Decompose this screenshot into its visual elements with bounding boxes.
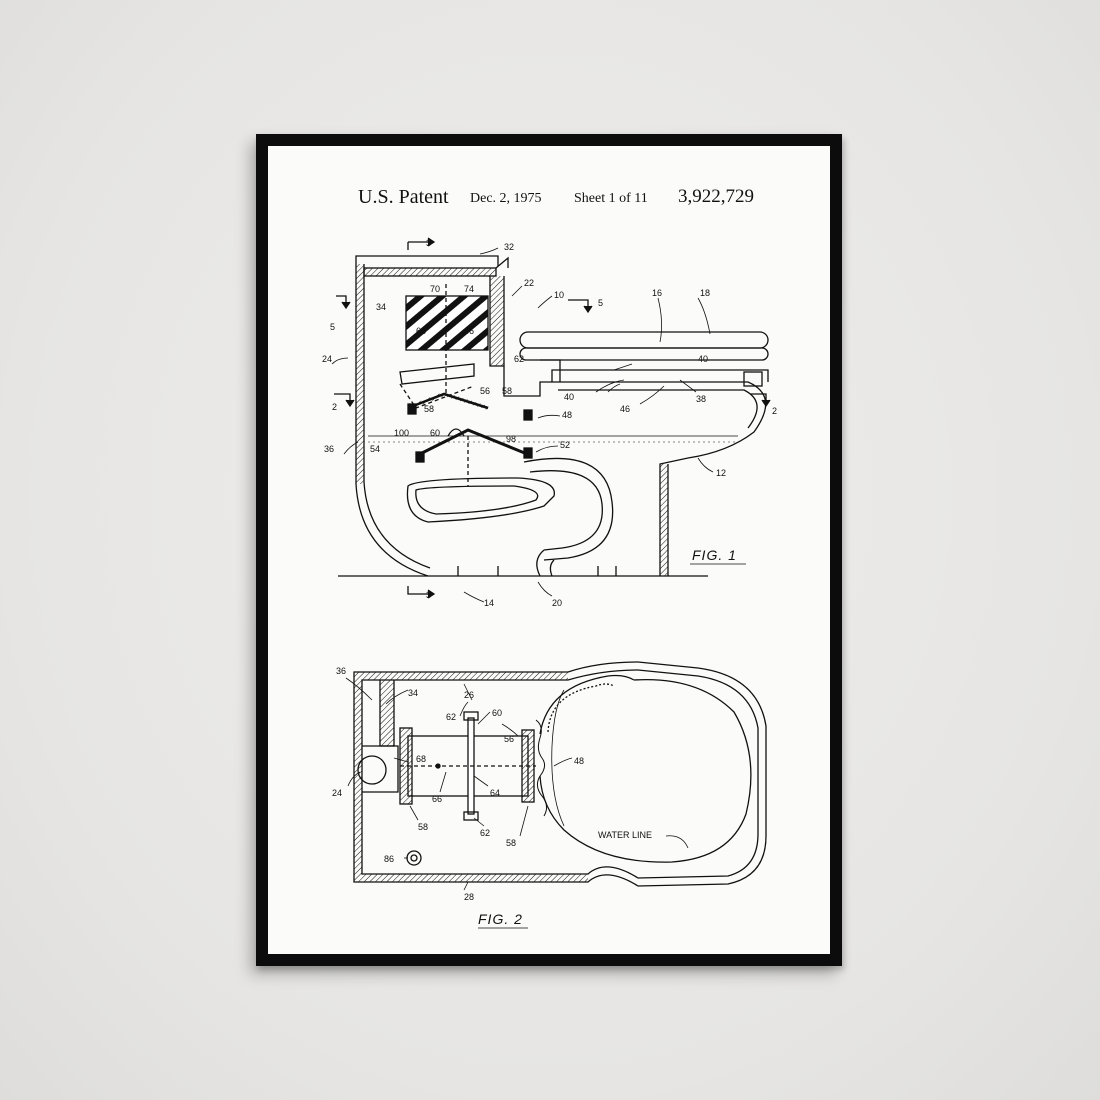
label-14: 14 xyxy=(484,598,494,608)
label-10: 10 xyxy=(554,290,564,300)
label-56: 56 xyxy=(480,386,490,396)
fig2-drawing xyxy=(345,661,767,929)
label-70: 70 xyxy=(430,284,440,294)
fig2-label-26: 26 xyxy=(464,690,474,700)
patent-drawing: 3 32 70 74 22 10 5 16 18 34 68 66 5 24 6… xyxy=(322,237,777,929)
label-68: 68 xyxy=(416,326,426,336)
fig2-label-58-right: 58 xyxy=(506,838,516,848)
label-32: 32 xyxy=(504,242,514,252)
label-34: 34 xyxy=(376,302,386,312)
label-16: 16 xyxy=(652,288,662,298)
label-18: 18 xyxy=(700,288,710,298)
label-66: 66 xyxy=(464,326,474,336)
label-62: 62 xyxy=(514,354,524,364)
patent-sheet: U.S. Patent Dec. 2, 1975 Sheet 1 of 11 3… xyxy=(268,146,830,954)
label-22: 22 xyxy=(524,278,534,288)
label-98: 98 xyxy=(506,434,516,444)
patent-date: Dec. 2, 1975 xyxy=(470,191,542,206)
label-20: 20 xyxy=(552,598,562,608)
patent-sheet-number: Sheet 1 of 11 xyxy=(574,191,648,206)
label-2-left: 2 xyxy=(332,402,337,412)
label-3-top: 3 xyxy=(426,238,431,248)
label-100: 100 xyxy=(394,428,409,438)
fig2-label-62-top: 62 xyxy=(446,712,456,722)
fig2-labels: 36 34 26 62 60 56 68 48 24 66 64 58 62 5… xyxy=(332,666,652,927)
figure-1-caption: FIG. 1 xyxy=(692,547,737,563)
figure-2-caption: FIG. 2 xyxy=(478,911,523,927)
fig2-label-60: 60 xyxy=(492,708,502,718)
label-54: 54 xyxy=(370,444,380,454)
fig1-labels: 3 32 70 74 22 10 5 16 18 34 68 66 5 24 6… xyxy=(322,238,777,608)
fig2-label-64: 64 xyxy=(490,788,500,798)
fig2-label-68: 68 xyxy=(416,754,426,764)
label-40-left: 40 xyxy=(564,392,574,402)
label-52: 52 xyxy=(560,440,570,450)
patent-number: 3,922,729 xyxy=(678,186,754,207)
label-48: 48 xyxy=(562,410,572,420)
fig2-label-58-left: 58 xyxy=(418,822,428,832)
label-24: 24 xyxy=(322,354,332,364)
water-line-label: WATER LINE xyxy=(598,830,652,840)
fig2-label-36: 36 xyxy=(336,666,346,676)
label-74: 74 xyxy=(464,284,474,294)
fig2-label-24: 24 xyxy=(332,788,342,798)
label-2-right: 2 xyxy=(772,406,777,416)
fig2-label-62-bottom: 62 xyxy=(480,828,490,838)
fig1-drawing xyxy=(331,237,771,603)
fig2-label-28: 28 xyxy=(464,892,474,902)
label-46: 46 xyxy=(620,404,630,414)
label-38: 38 xyxy=(696,394,706,404)
label-5-right: 5 xyxy=(598,298,603,308)
label-12: 12 xyxy=(716,468,726,478)
fig2-label-34: 34 xyxy=(408,688,418,698)
label-5-left: 5 xyxy=(330,322,335,332)
picture-frame: U.S. Patent Dec. 2, 1975 Sheet 1 of 11 3… xyxy=(256,134,842,966)
label-40-right: 40 xyxy=(698,354,708,364)
label-3-bottom: 3 xyxy=(426,590,431,600)
label-58-upper: 58 xyxy=(502,386,512,396)
label-60: 60 xyxy=(430,428,440,438)
label-36: 36 xyxy=(324,444,334,454)
fig2-label-48: 48 xyxy=(574,756,584,766)
fig2-label-56: 56 xyxy=(504,734,514,744)
fig2-label-66: 66 xyxy=(432,794,442,804)
label-58-lower: 58 xyxy=(424,404,434,414)
fig2-label-86: 86 xyxy=(384,854,394,864)
patent-title: U.S. Patent xyxy=(358,186,449,208)
